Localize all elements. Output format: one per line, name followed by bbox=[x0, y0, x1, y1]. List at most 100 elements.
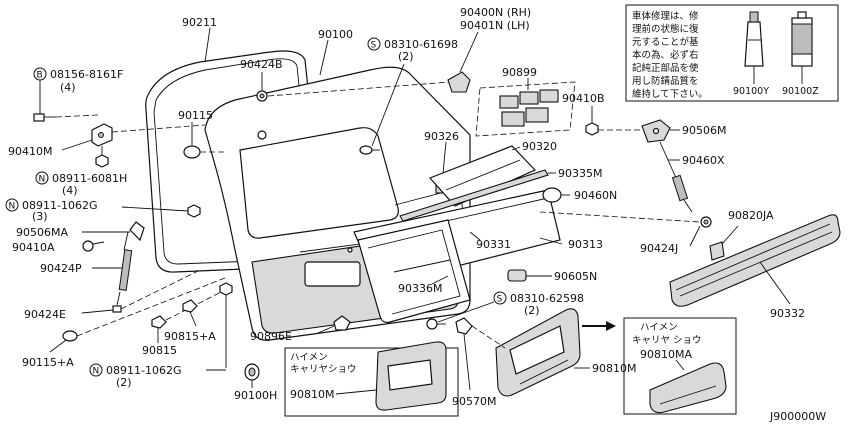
note-line-3: 元することが基 bbox=[632, 36, 699, 48]
cap-90100h bbox=[244, 363, 260, 381]
label-90810ma: 90810MA bbox=[640, 348, 692, 361]
sealant-tube-icon bbox=[744, 11, 764, 67]
symbol-s-1: S bbox=[367, 37, 381, 51]
label-90115: 90115 bbox=[178, 109, 213, 122]
clip-90820ja bbox=[709, 241, 725, 261]
repair-note-box: 車体修理は、修 理前の状態に復 元することが基 本の為、必ず右 記純正部品を使 … bbox=[625, 4, 839, 102]
symbol-b: B bbox=[33, 67, 47, 81]
svg-text:B: B bbox=[37, 71, 43, 81]
bumper-90424e bbox=[112, 305, 122, 313]
label-90100z: 90100Z bbox=[782, 86, 819, 97]
label-90820ja: 90820JA bbox=[728, 209, 774, 222]
label-90899: 90899 bbox=[502, 66, 537, 79]
label-90810m-inset: 90810M bbox=[290, 388, 334, 401]
label-08911-6081h: 08911-6081H bbox=[52, 172, 127, 185]
label-08911-1062g-b: 08911-1062G bbox=[106, 364, 181, 377]
bumper-rubber-90424b bbox=[256, 90, 268, 102]
label-08310-61698-qty: (2) bbox=[398, 50, 414, 63]
label-90424e: 90424E bbox=[24, 308, 66, 321]
label-08310-61698: 08310-61698 bbox=[384, 38, 458, 51]
inset-left-line2: キャリヤショウ bbox=[290, 364, 357, 375]
inset-right-line1: ハイメン bbox=[640, 322, 678, 333]
svg-text:N: N bbox=[39, 175, 46, 185]
note-line-1: 車体修理は、修 bbox=[632, 10, 699, 22]
patch-set-90899 bbox=[475, 81, 576, 137]
label-90336m: 90336M bbox=[398, 282, 442, 295]
clip-90570m bbox=[455, 317, 473, 335]
label-08911-1062g-a-qty: (3) bbox=[32, 210, 48, 223]
label-08310-62598: 08310-62598 bbox=[510, 292, 584, 305]
bumper-90460n bbox=[542, 187, 562, 203]
label-90424b: 90424B bbox=[240, 58, 283, 71]
inset-left-line1: ハイメン bbox=[290, 352, 328, 363]
symbol-n-2: N bbox=[5, 198, 19, 212]
label-90424p: 90424P bbox=[40, 262, 82, 275]
nut-08911-1062g-a bbox=[187, 204, 201, 218]
label-90332: 90332 bbox=[770, 307, 805, 320]
hinge-cover-90400n bbox=[447, 71, 471, 93]
nut-08911-1062g-b bbox=[219, 282, 233, 296]
arrow-icon bbox=[582, 321, 616, 331]
label-90320: 90320 bbox=[522, 140, 557, 153]
label-90410a: 90410A bbox=[12, 241, 55, 254]
note-line-7: 維持して下さい。 bbox=[632, 88, 708, 100]
label-90460n: 90460N bbox=[574, 189, 617, 202]
label-90400n: 90400N (RH) bbox=[460, 6, 531, 19]
label-90810m: 90810M bbox=[592, 362, 636, 375]
inset-box-right: ハイメン キャリヤ ショウ 90810MA bbox=[623, 317, 737, 415]
label-90211: 90211 bbox=[182, 16, 217, 29]
stay-bracket-90506m bbox=[641, 119, 671, 143]
spoiler-90332 bbox=[669, 214, 841, 307]
label-90815a: 90815+A bbox=[164, 330, 216, 343]
label-90424j: 90424J bbox=[640, 242, 678, 255]
plug-90115a bbox=[62, 330, 78, 342]
symbol-s-2: S bbox=[493, 291, 507, 305]
label-90460x: 90460X bbox=[682, 154, 725, 167]
label-90401n: 90401N (LH) bbox=[460, 19, 530, 32]
glass-90320 bbox=[428, 145, 537, 207]
label-90815: 90815 bbox=[142, 344, 177, 357]
label-08911-6081h-qty: (4) bbox=[62, 184, 78, 197]
grommet-90896e bbox=[333, 315, 351, 331]
gas-stay-90460x bbox=[659, 141, 693, 213]
nut-08911-6081h bbox=[95, 154, 109, 168]
stay-bracket-90506ma bbox=[129, 221, 145, 242]
label-90506m: 90506M bbox=[682, 124, 726, 137]
note-line-2: 理前の状態に復 bbox=[632, 23, 699, 35]
inset-box-left: ハイメン キャリヤショウ 90810M bbox=[284, 341, 459, 417]
label-90100y: 90100Y bbox=[733, 86, 769, 97]
label-90115a: 90115+A bbox=[22, 356, 74, 369]
label-90331: 90331 bbox=[476, 238, 511, 251]
pad-90605n bbox=[507, 269, 527, 282]
label-08156-qty: (4) bbox=[60, 81, 76, 94]
finisher-90810m bbox=[495, 308, 581, 397]
screw-08310-62598 bbox=[426, 318, 446, 330]
svg-text:N: N bbox=[9, 202, 16, 212]
label-08156: 08156-8161F bbox=[50, 68, 123, 81]
label-90896e: 90896E bbox=[250, 330, 292, 343]
symbol-n-3: N bbox=[89, 363, 103, 377]
lower-glass-90336m bbox=[357, 219, 471, 323]
label-90335m: 90335M bbox=[558, 167, 602, 180]
screw-08310-61698 bbox=[359, 145, 380, 155]
label-90570m: 90570M bbox=[452, 395, 496, 408]
label-08310-62598-qty: (2) bbox=[524, 304, 540, 317]
label-90100h: 90100H bbox=[234, 389, 277, 402]
label-90410b: 90410B bbox=[562, 92, 605, 105]
inset-right-line2: キャリヤ ショウ bbox=[632, 335, 702, 346]
label-90605n: 90605N bbox=[554, 270, 597, 283]
label-90326: 90326 bbox=[424, 130, 459, 143]
hinge-90410m bbox=[91, 123, 113, 147]
finisher-90810m-inset bbox=[375, 341, 447, 411]
note-line-4: 本の為、必ず右 bbox=[632, 49, 699, 61]
label-90506ma: 90506MA bbox=[16, 226, 68, 239]
gas-stay-90424p bbox=[116, 231, 133, 306]
molding-90335m bbox=[399, 169, 549, 222]
label-08911-1062g-a: 08911-1062G bbox=[22, 199, 97, 212]
plug-90115 bbox=[183, 145, 201, 159]
grommet-90815 bbox=[151, 315, 167, 329]
finisher-90810ma bbox=[649, 362, 727, 414]
label-90410m: 90410M bbox=[8, 145, 52, 158]
svg-text:S: S bbox=[371, 41, 377, 51]
